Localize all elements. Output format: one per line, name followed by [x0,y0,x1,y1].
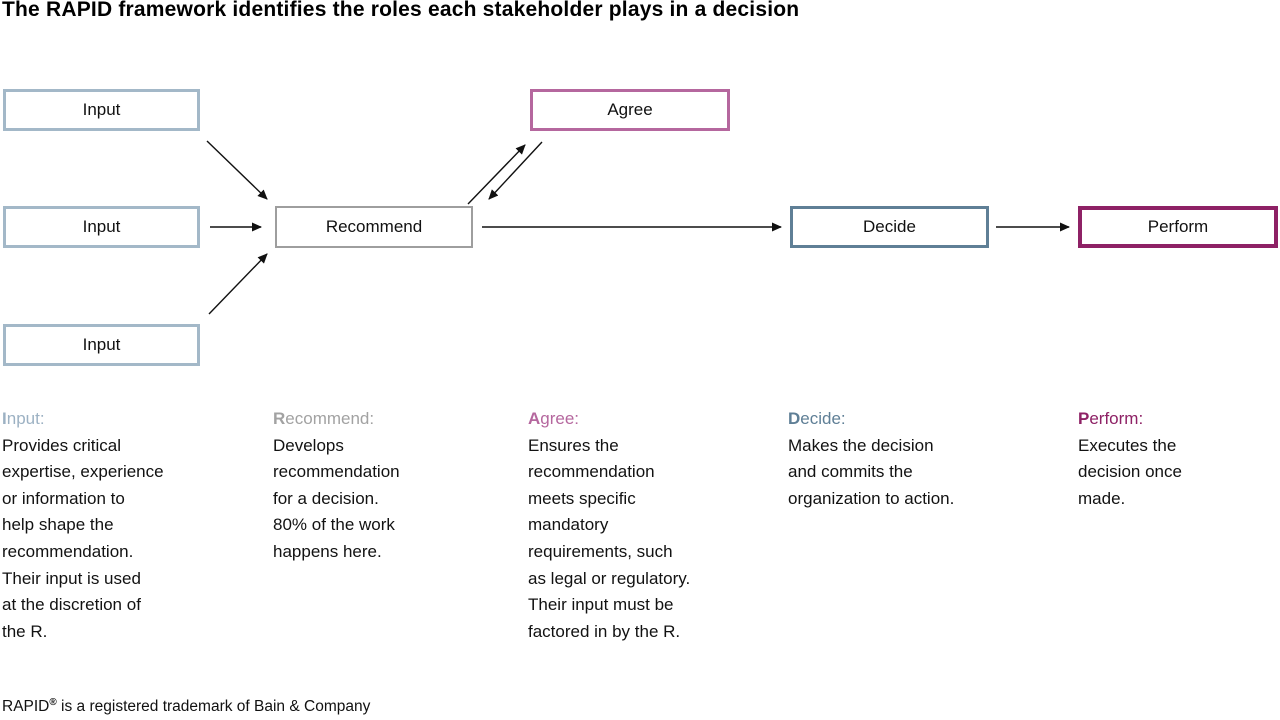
decide-role-letter: D [788,409,801,428]
input-role-letter: I [2,409,7,428]
recommend-box: Recommend [275,206,473,248]
input-role-label-rest: nput: [6,409,45,428]
agree-role-letter: A [528,409,541,428]
input-box-2-label: Input [82,217,121,236]
agree-role-description: Agree: Ensures the recommendation meets … [528,406,742,645]
input-box-3: Input [3,324,200,366]
agree-box: Agree [530,89,730,131]
perform-box: Perform [1078,206,1278,248]
recommend-role-description: Recommend: Develops recommendation for a… [273,406,463,566]
agree-role-text: Ensures the recommendation meets specifi… [528,435,691,641]
agree-box-label: Agree [607,100,653,119]
perform-role-description: Perform: Executes the decision once made… [1078,406,1268,512]
decide-role-label-rest: ecide: [800,409,846,428]
decide-box-label: Decide [863,217,916,236]
perform-role-label-rest: erform: [1089,409,1144,428]
arrow-recommend-to-agree [467,144,526,205]
trademark-text: is a registered trademark of Bain & Comp… [56,698,371,715]
recommend-role-letter: R [273,409,286,428]
trademark-note: RAPID® is a registered trademark of Bain… [2,696,371,716]
input-role-label: Input: [2,406,218,433]
recommend-role-label: Recommend: [273,406,463,433]
decide-role-description: Decide: Makes the decision and commits t… [788,406,1038,512]
recommend-role-label-rest: ecommend: [285,409,375,428]
arrow-agree-to-recommend [488,141,543,200]
page-title: The RAPID framework identifies the roles… [2,0,800,21]
decide-role-label: Decide: [788,406,1038,433]
input-role-description: Input: Provides critical expertise, expe… [2,406,218,645]
agree-role-label-rest: gree: [540,409,580,428]
decide-role-text: Makes the decision and commits the organ… [788,435,955,508]
decide-box: Decide [790,206,989,248]
connector-arrows [206,140,1070,315]
arrow-input1-to-recommend [206,140,268,200]
input-box-1: Input [3,89,200,131]
input-box-1-label: Input [82,100,121,119]
input-role-text: Provides critical expertise, experience … [2,435,164,641]
perform-role-letter: P [1078,409,1090,428]
input-box-2: Input [3,206,200,248]
registered-trademark-symbol: ® [49,696,57,708]
perform-role-text: Executes the decision once made. [1078,435,1182,508]
perform-box-label: Perform [1147,217,1209,236]
input-box-3-label: Input [82,335,121,354]
trademark-name: RAPID [2,698,50,715]
recommend-role-text: Develops recommendation for a decision. … [273,435,400,561]
perform-role-label: Perform: [1078,406,1268,433]
agree-role-label: Agree: [528,406,742,433]
recommend-box-label: Recommend [325,217,423,236]
arrow-input3-to-recommend [208,253,268,315]
